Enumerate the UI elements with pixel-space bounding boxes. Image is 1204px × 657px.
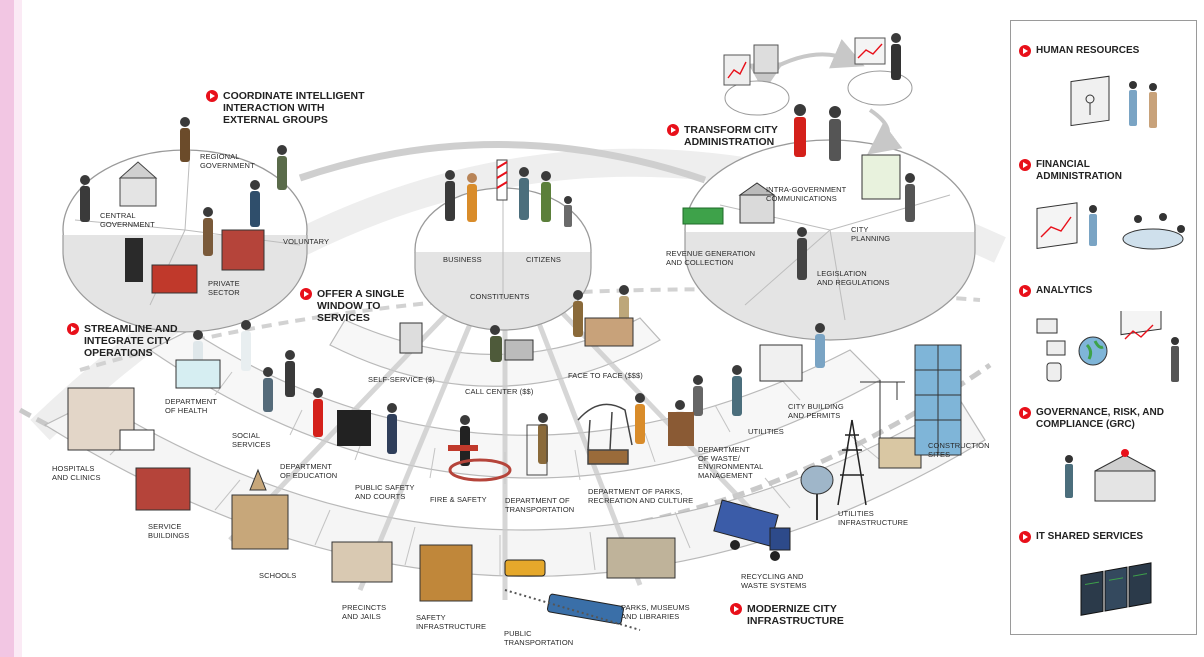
label-public-safety: PUBLIC SAFETY AND COURTS [355,483,415,501]
label-precincts: PRECINCTS AND JAILS [342,603,387,621]
label-city-planning: CITY PLANNING [851,225,891,243]
margin-band-light [14,0,22,657]
label-schools: SCHOOLS [259,571,297,580]
label-call-center: CALL CENTER ($$) [465,387,534,396]
human-resources-icon [1070,75,1157,128]
analytics-disc-right [847,70,913,106]
label-hospitals: HOSPITALS AND CLINICS [52,464,101,482]
fire-hose-icon [448,458,512,482]
callout-coordinate: COORDINATE INTELLIGENT INTERACTION WITH … [206,90,365,126]
administration-platform [684,139,976,341]
financial-administration-icon [1036,202,1185,250]
label-regional-government: REGIONAL GOVERNMENT [200,152,255,170]
arrow-bullet-icon [1019,285,1031,297]
label-safety-infrastructure: SAFETY INFRASTRUCTURE [416,613,487,631]
server-icon [1080,562,1152,616]
margin-band [0,0,14,657]
train-icon [504,589,641,631]
arrow-bullet-icon [667,124,679,136]
arrow-external-to-admin [298,141,707,184]
callout-streamline: STREAMLINE AND INTEGRATE CITY OPERATIONS [67,323,178,359]
callout-transform: TRANSFORM CITY ADMINISTRATION [667,124,778,148]
governance-icon [1065,449,1156,502]
label-city-building: CITY BUILDING AND PERMITS [788,402,844,420]
label-revenue: REVENUE GENERATION AND COLLECTION [666,249,756,267]
bus-icon [504,559,546,577]
label-dept-parks: DEPARTMENT OF PARKS, RECREATION AND CULT… [588,487,694,505]
arrow-top-loop [748,38,865,92]
dinosaur-icon [577,403,633,465]
external-groups-platform [62,149,308,333]
label-central-government: CENTRAL GOVERNMENT [100,211,155,229]
arrow-bullet-icon [1019,45,1031,57]
label-utilities-infrastructure: UTILITIES INFRASTRUCTURE [838,509,909,527]
arrow-bullet-icon [1019,159,1031,171]
callout-modernize: MODERNIZE CITY INFRASTRUCTURE [730,603,844,627]
shared-service-human-resources: HUMAN RESOURCES [1019,45,1139,59]
chart-icon [723,37,886,86]
crane-icon [860,380,905,438]
label-voluntary: VOLUNTARY [283,237,330,246]
service-channel-ring [329,317,661,387]
shared-service-analytics: ANALYTICS [1019,285,1092,299]
water-tower-icon [800,465,834,495]
label-face-to-face: FACE TO FACE ($$$) [568,371,643,380]
arrow-bullet-icon [300,288,312,300]
shared-service-it: IT SHARED SERVICES [1019,531,1143,545]
label-recycling: RECYCLING AND WASTE SYSTEMS [741,572,807,590]
shared-services-panel: HUMAN RESOURCES FINANCIAL ADMINISTRATION… [1010,20,1197,635]
label-dept-health: DEPARTMENT OF HEALTH [165,397,217,415]
shared-service-financial-administration: FINANCIAL ADMINISTRATION [1019,159,1122,183]
arrow-right-loop [867,108,903,155]
label-social-services: SOCIAL SERVICES [232,431,271,449]
label-legislation: LEGISLATION AND REGULATIONS [817,269,890,287]
arrow-bullet-icon [67,323,79,335]
arrow-bullet-icon [1019,407,1031,419]
label-dept-education: DEPARTMENT OF EDUCATION [280,462,338,480]
callout-single-window: OFFER A SINGLE WINDOW TO SERVICES [300,288,404,324]
label-constituents: CONSTITUENTS [470,292,530,301]
label-fire-safety: FIRE & SAFETY [430,495,487,504]
arrow-bullet-icon [730,603,742,615]
truck-icon [713,499,791,561]
analytics-disc-left [724,80,790,116]
label-self-service: SELF-SERVICE ($) [368,375,435,384]
label-construction: CONSTRUCTION SITES [928,441,990,459]
people-figure-icon [80,33,915,466]
label-dept-transportation: DEPARTMENT OF TRANSPORTATION [505,496,575,514]
building-icon [67,154,922,602]
analytics-icon [1036,311,1179,382]
tower-icon [837,419,867,506]
arrow-bullet-icon [206,90,218,102]
skyscraper-icon [914,344,962,456]
label-private-sector: PRIVATE SECTOR [208,279,240,297]
label-dept-waste: DEPARTMENT OF WASTE/ ENVIRONMENTAL MANAG… [698,445,764,480]
label-business: BUSINESS [443,255,482,264]
label-citizens: CITIZENS [526,255,561,264]
label-parks-museums: PARKS, MUSEUMS AND LIBRARIES [621,603,690,621]
shared-service-grc: GOVERNANCE, RISK, AND COMPLIANCE (GRC) [1019,407,1164,431]
label-utilities: UTILITIES [748,427,784,436]
label-intra-government: INTRA-GOVERNMENT COMMUNICATIONS [766,185,847,203]
label-service-buildings: SERVICE BUILDINGS [148,522,190,540]
label-public-transportation: PUBLIC TRANSPORTATION [504,629,574,647]
arrow-bullet-icon [1019,531,1031,543]
